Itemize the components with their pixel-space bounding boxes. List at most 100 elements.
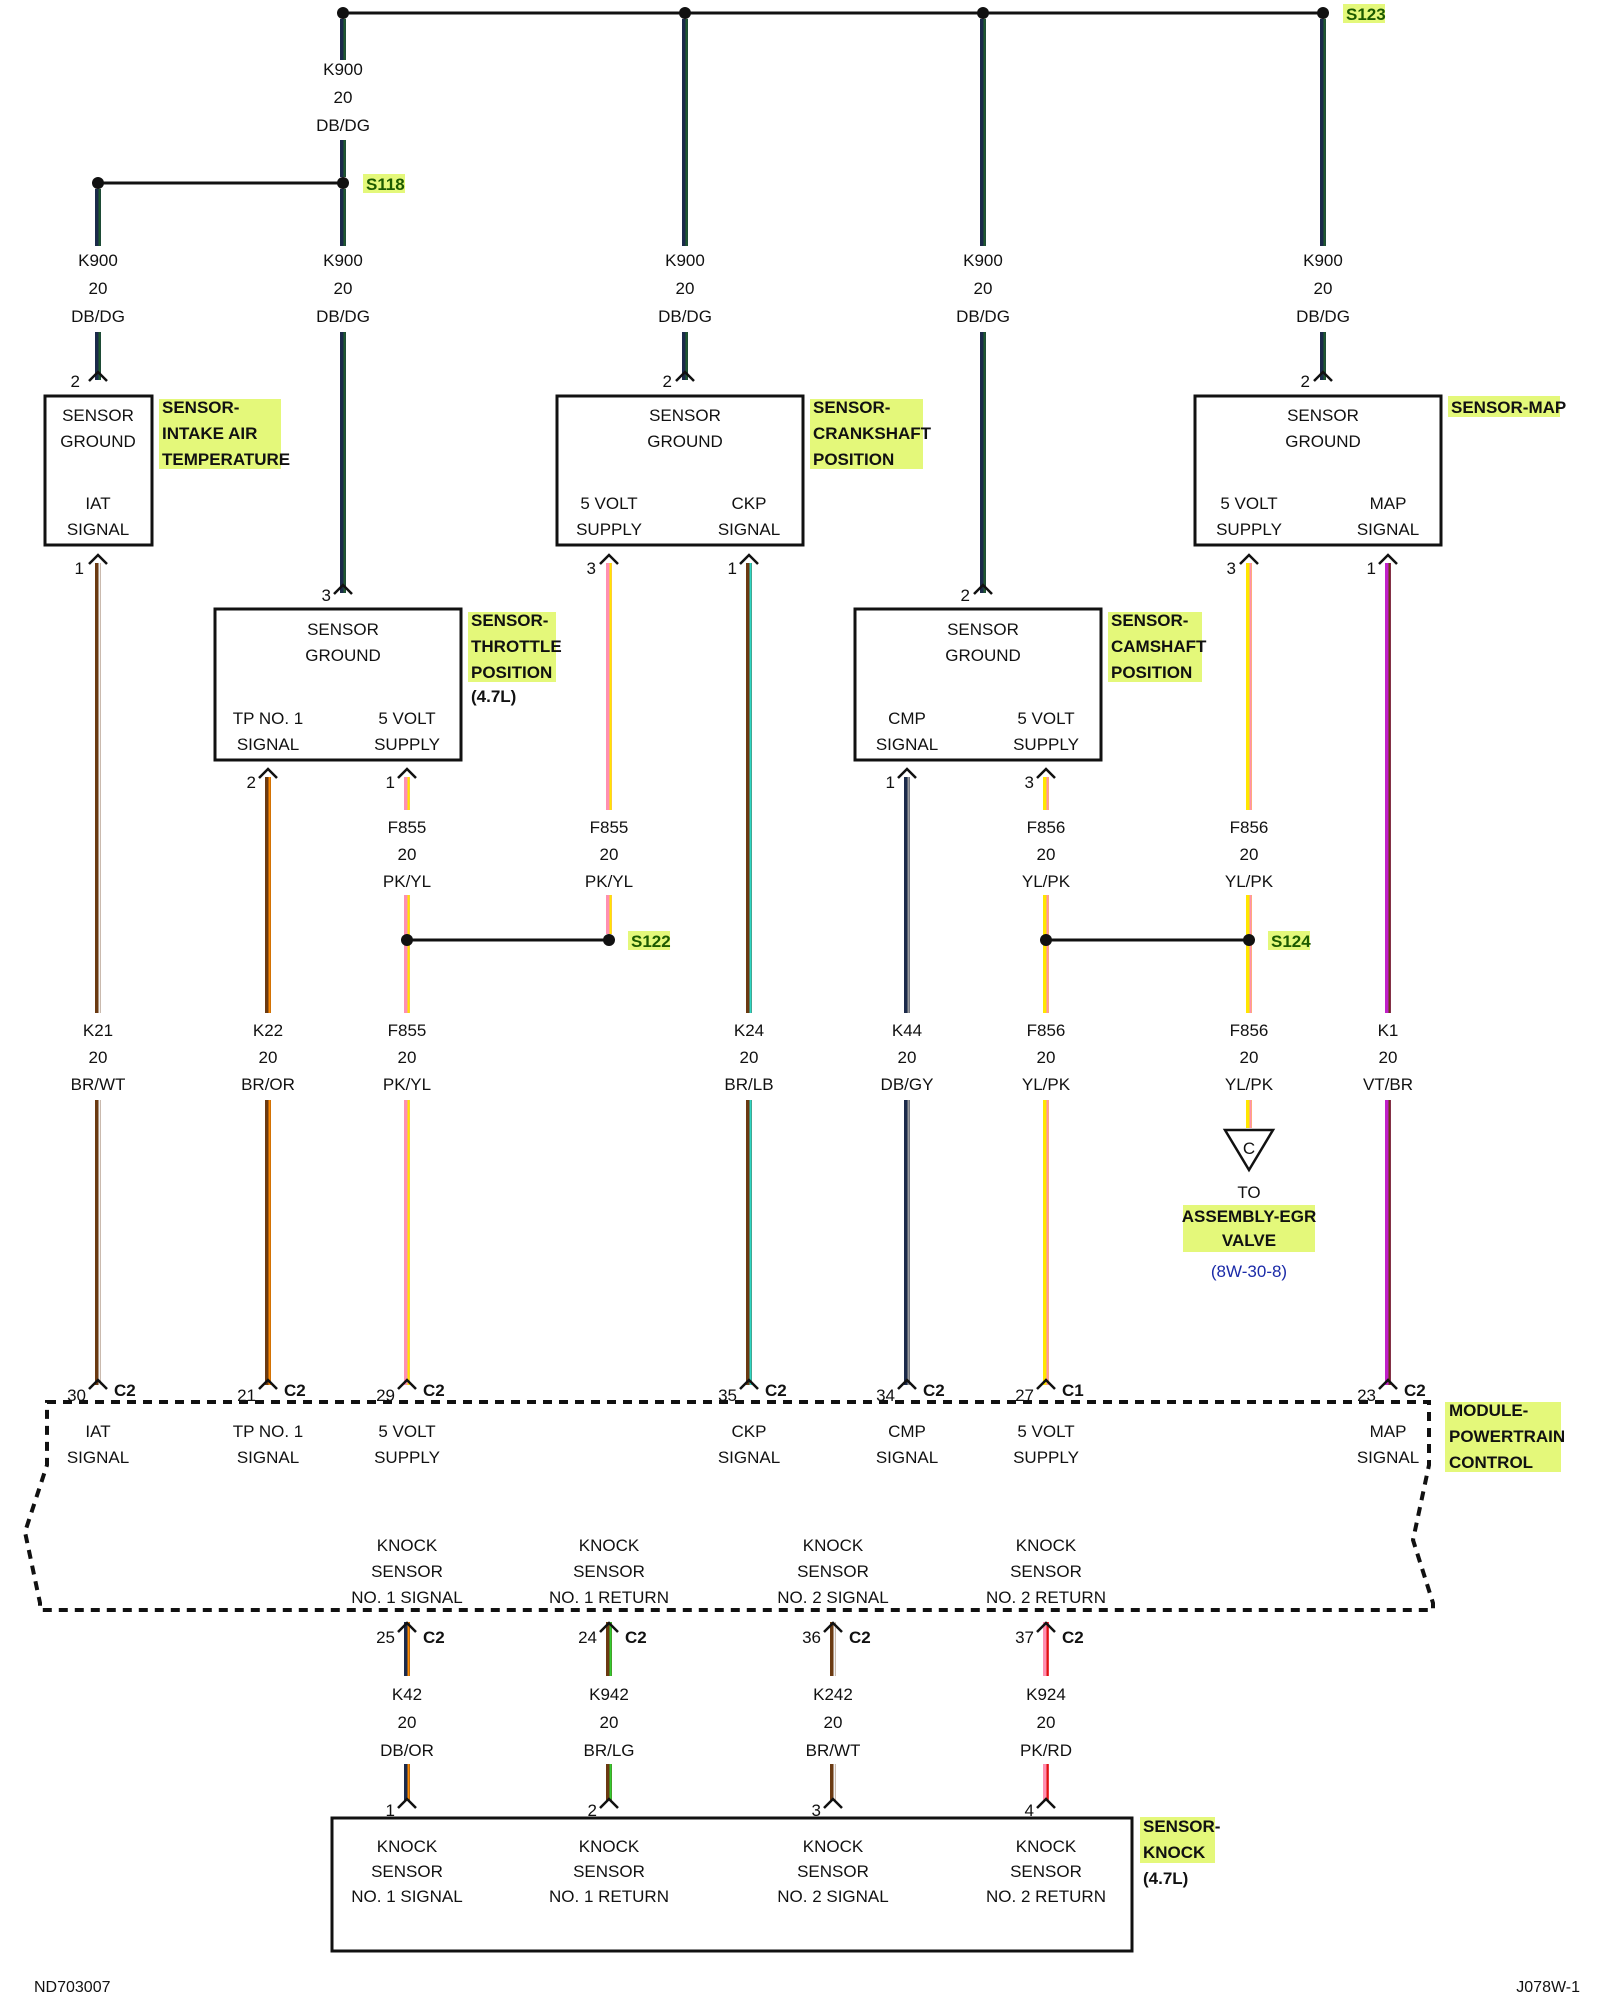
pcm-outline [22, 1400, 1435, 1612]
box-text: 5 VOLT [1220, 494, 1277, 513]
circuit-id: K942 [589, 1685, 629, 1704]
pin-number: 4 [1025, 1801, 1034, 1820]
box-text: KNOCK [579, 1837, 640, 1856]
circuit-id: F855 [388, 818, 427, 837]
box-text: KNOCK [1016, 1837, 1077, 1856]
splice-dot [92, 177, 104, 189]
component-name: CRANKSHAFT [813, 424, 932, 443]
wire-f856 [1246, 1100, 1252, 1128]
egr-name: ASSEMBLY-EGR [1182, 1207, 1316, 1226]
box-text: GROUND [647, 432, 723, 451]
box-text: SUPPLY [374, 735, 440, 754]
wire-color: DB/DG [1296, 307, 1350, 326]
wire-gauge: 20 [898, 1048, 917, 1067]
connector-pin-symbol [397, 767, 417, 779]
wire-k21 [95, 563, 101, 1013]
sensor-camshaft-position: SENSOR GROUND CMP SIGNAL 5 VOLT SUPPLY 2… [853, 586, 1207, 792]
pin-number: 25 [376, 1628, 395, 1647]
box-text: SIGNAL [876, 735, 938, 754]
wire-gauge: 20 [676, 279, 695, 298]
page-reference-link[interactable]: (8W-30-8) [1211, 1262, 1287, 1281]
pin-function: KNOCK [1016, 1536, 1077, 1555]
circuit-id: K900 [78, 251, 118, 270]
wire-k924 [1043, 1622, 1049, 1676]
wire-gauge: 20 [1314, 279, 1333, 298]
wire-label-k900-iat: K900 20 DB/DG [71, 251, 125, 326]
pin-function: NO. 1 RETURN [549, 1588, 669, 1607]
wire-f856 [1043, 895, 1049, 1013]
wire-gauge: 20 [1240, 845, 1259, 864]
connector-pin-symbol [1313, 370, 1333, 382]
connector-pin-symbol [1378, 1378, 1398, 1390]
pin-function: CMP [888, 1422, 926, 1441]
wire-gauge: 20 [974, 279, 993, 298]
component-box [330, 1816, 1134, 1953]
wires-layer [88, 11, 1398, 1809]
egr-connector: C TO ASSEMBLY-EGR VALVE (8W-30-8) [1182, 1128, 1316, 1281]
wire-k42 [404, 1764, 410, 1800]
pin-function: MAP [1370, 1422, 1407, 1441]
sensor-iat: SENSOR GROUND IAT SIGNAL 2 1 SENSOR- INT… [43, 372, 290, 578]
wire-k900 [1320, 19, 1326, 246]
box-text: SUPPLY [1216, 520, 1282, 539]
component-name: SENSOR-MAP [1451, 398, 1566, 417]
wire-f856 [1043, 777, 1049, 810]
wire-f855 [404, 895, 410, 1013]
wire-color: BR/OR [241, 1075, 295, 1094]
pin-number: 1 [1367, 559, 1376, 578]
box-text: NO. 1 SIGNAL [351, 1887, 462, 1906]
wire-color: BR/WT [806, 1741, 861, 1760]
wire-gauge: 20 [1037, 1713, 1056, 1732]
pin-function: CKP [732, 1422, 767, 1441]
box-text: NO. 2 RETURN [986, 1887, 1106, 1906]
pin-number: 2 [588, 1801, 597, 1820]
wire-label-k22: K22 20 BR/OR [241, 1021, 295, 1094]
pin-function: KNOCK [377, 1536, 438, 1555]
circuit-id: F856 [1027, 818, 1066, 837]
wire-label-f855-tps: F855 20 PK/YL [383, 818, 431, 891]
pin-function: SENSOR [573, 1562, 645, 1581]
wire-color: YL/PK [1022, 872, 1071, 891]
connector-pin-symbol [897, 1378, 917, 1390]
wire-color: BR/LG [583, 1741, 634, 1760]
wire-label-k942: K942 20 BR/LG [583, 1685, 634, 1760]
circuit-id: K21 [83, 1021, 113, 1040]
wire-f855 [606, 895, 612, 934]
splice-dot-s118 [337, 177, 349, 189]
wire-color: PK/YL [383, 872, 431, 891]
box-text: SIGNAL [67, 520, 129, 539]
box-text: SENSOR [307, 620, 379, 639]
pin-number: 2 [247, 773, 256, 792]
wire-color: DB/DG [71, 307, 125, 326]
connector-pin-symbol [1036, 767, 1056, 779]
connector-id: C2 [849, 1628, 871, 1647]
connector-pin-symbol [1239, 553, 1259, 565]
wire-color: PK/YL [585, 872, 633, 891]
label-highlight [1108, 612, 1202, 682]
component-name: POSITION [813, 450, 894, 469]
wire-label-f856-cmp: F856 20 YL/PK [1022, 818, 1071, 891]
wire-k900 [682, 19, 688, 246]
box-text: SIGNAL [237, 735, 299, 754]
box-text: SENSOR [573, 1862, 645, 1881]
pin-function: SIGNAL [1357, 1448, 1419, 1467]
wire-k24 [746, 1100, 752, 1385]
wire-gauge: 20 [824, 1713, 843, 1732]
connector-id: C2 [1062, 1628, 1084, 1647]
pin-number: 1 [75, 559, 84, 578]
box-text: SENSOR [1287, 406, 1359, 425]
pin-number: 2 [961, 586, 970, 605]
splice-dot [1040, 934, 1052, 946]
wire-k924 [1043, 1764, 1049, 1800]
egr-name: VALVE [1222, 1231, 1276, 1250]
connector-pin-symbol [897, 767, 917, 779]
connector-id: C2 [625, 1628, 647, 1647]
pin-number: 1 [386, 1801, 395, 1820]
